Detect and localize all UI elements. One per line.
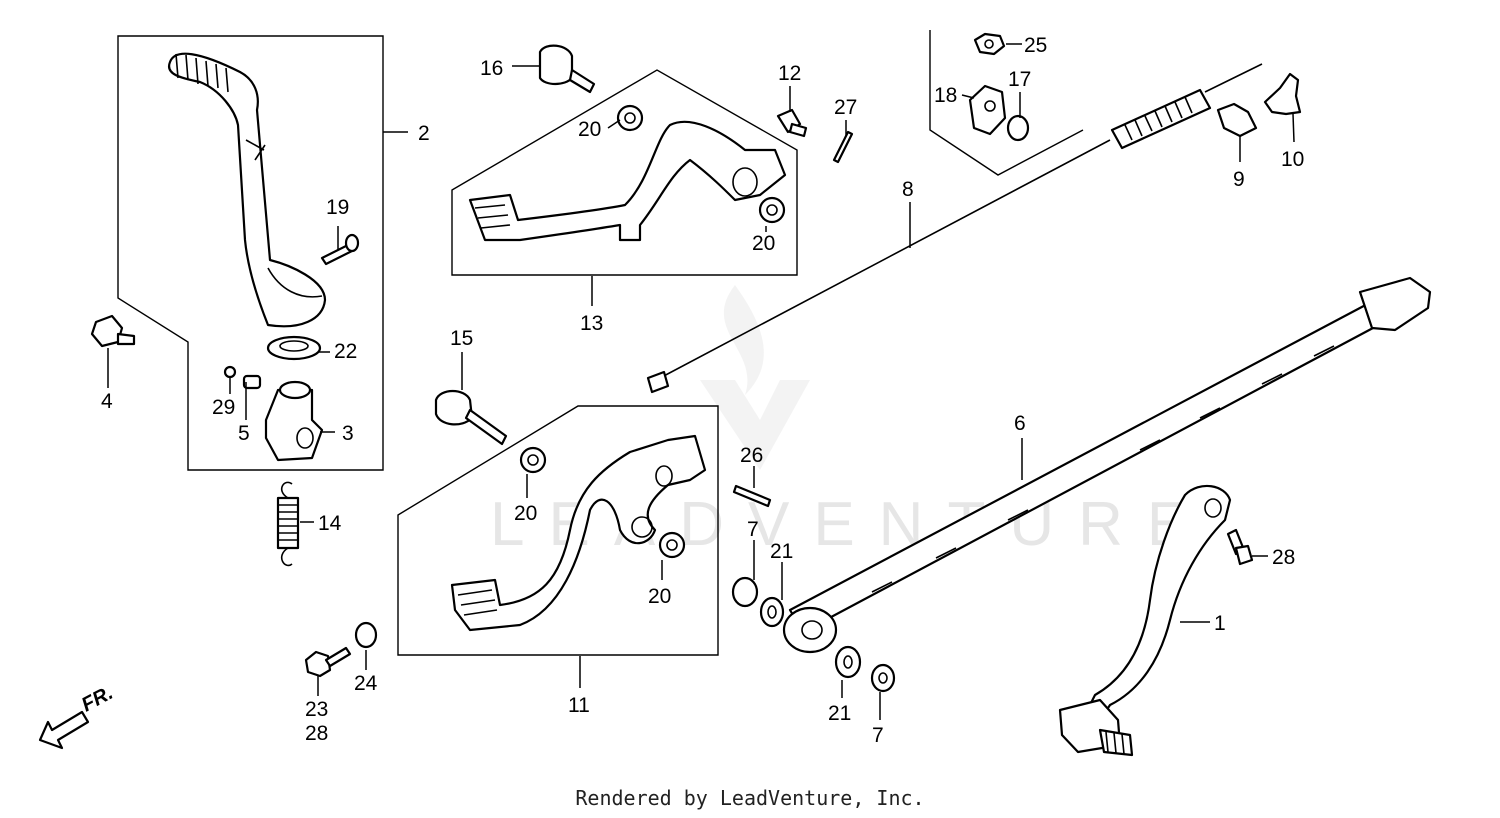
callout-14: 14: [318, 512, 342, 535]
front-direction-label: FR.: [78, 682, 117, 717]
callout-20-upper-a: 20: [578, 118, 601, 141]
washer-21-upper: [759, 596, 785, 628]
nut-10: [1263, 72, 1302, 116]
bolt-15: [434, 389, 508, 446]
washer-7-upper: [731, 576, 759, 608]
callout-7-upper: 7: [747, 518, 759, 541]
callout-3: 3: [342, 422, 354, 445]
callout-11: 11: [568, 694, 590, 717]
callout-19: 19: [326, 196, 349, 219]
callout-12: 12: [778, 62, 801, 85]
bolt-16: [538, 44, 596, 94]
callout-28-left: 28: [305, 722, 328, 745]
callout-21-lower: 21: [828, 702, 851, 725]
callout-2: 2: [418, 122, 430, 145]
seal-20-lower-a: [519, 446, 547, 474]
front-direction-arrow-icon: [38, 710, 90, 750]
pin-27: [832, 130, 854, 164]
callout-13: 13: [580, 312, 603, 335]
pinion-3: [264, 380, 324, 462]
nut-24: [354, 621, 378, 649]
callout-28-right: 28: [1272, 546, 1295, 569]
group-box-pedal-11: [397, 405, 719, 656]
leader-lines: [107, 43, 1295, 720]
shift-lever-1: [1058, 484, 1232, 757]
callout-23: 23: [305, 698, 328, 721]
callout-29: 29: [212, 396, 235, 419]
callout-25: 25: [1024, 34, 1047, 57]
spring-5: [242, 374, 262, 390]
group-box-kick-starter: [117, 35, 384, 471]
footer-credit: Rendered by LeadVenture, Inc.: [575, 786, 925, 810]
callout-26: 26: [740, 444, 763, 467]
leadventure-watermark-logo: [700, 285, 810, 470]
brake-pedal-13: [468, 120, 787, 242]
callout-6: 6: [1014, 412, 1026, 435]
seal-20-lower-b: [658, 531, 686, 559]
callout-20-lower-a: 20: [514, 502, 537, 525]
pin-17: [1006, 114, 1030, 142]
kick-starter-arm: [167, 52, 327, 328]
callout-20-lower-b: 20: [648, 585, 671, 608]
nut-25: [973, 32, 1006, 56]
seal-20-upper-a: [616, 104, 644, 132]
washer-21-lower: [834, 645, 862, 679]
brake-pedal-11: [450, 434, 707, 632]
pin-26: [732, 484, 772, 508]
rod-6: [782, 276, 1432, 654]
callout-21-upper: 21: [770, 540, 793, 563]
ball-29: [223, 365, 237, 379]
callout-4: 4: [101, 390, 113, 413]
bolt-9: [1216, 102, 1258, 138]
washer-22: [266, 335, 322, 361]
callout-20-upper-b: 20: [752, 232, 775, 255]
callout-18: 18: [934, 84, 957, 107]
callout-1: 1: [1214, 612, 1226, 635]
spring-14: [276, 481, 300, 567]
callout-numbers: 1 2 3 4 5 6 7 7 8 9 10 11 12 13 14 15 16…: [101, 34, 1304, 747]
group-box-pedal-13: [451, 69, 798, 276]
callout-8: 8: [902, 178, 914, 201]
bolt-12: [776, 108, 808, 138]
washer-7-lower: [870, 663, 896, 693]
bolt-23: [304, 646, 352, 678]
callout-5: 5: [238, 422, 250, 445]
bolt-4: [90, 314, 136, 348]
callout-22: 22: [334, 340, 357, 363]
callout-10: 10: [1281, 148, 1304, 171]
callout-9: 9: [1233, 168, 1245, 191]
callout-24: 24: [354, 672, 378, 695]
seal-20-upper-b: [758, 196, 786, 224]
group-box-adjuster: [929, 30, 1084, 176]
callout-17: 17: [1008, 68, 1031, 91]
callout-27: 27: [834, 96, 857, 119]
bolt-28-right: [1226, 528, 1254, 566]
cable-8: [646, 63, 1263, 394]
bolt-19: [320, 233, 360, 266]
callout-15: 15: [450, 327, 473, 350]
callout-7-lower: 7: [872, 724, 884, 747]
callout-16: 16: [480, 57, 503, 80]
clip-18: [968, 84, 1007, 136]
